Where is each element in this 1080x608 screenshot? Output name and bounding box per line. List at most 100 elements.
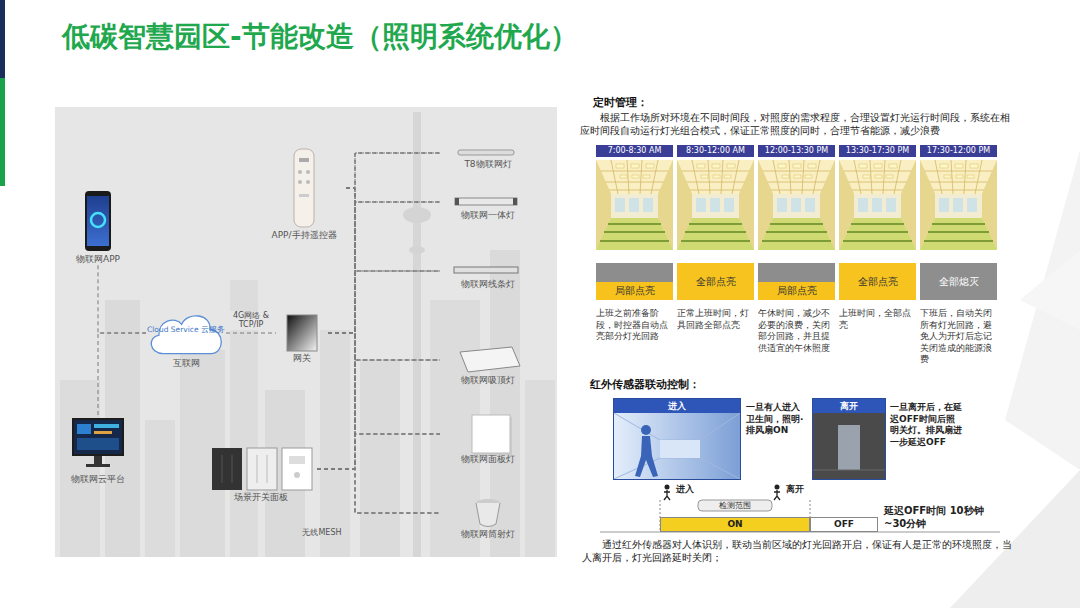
switch-panel-icons <box>294 472 300 478</box>
timeline-label: 进入 <box>676 484 694 496</box>
dashed-link <box>328 271 440 333</box>
dashed-link <box>317 153 440 469</box>
node-text: 7:00-8:30 AM <box>596 145 673 157</box>
city-background <box>360 360 400 557</box>
lamp-icons <box>460 347 520 372</box>
dashed-link <box>328 333 440 434</box>
dashed-link <box>346 188 440 513</box>
device-label: 物联网云平台 <box>60 474 136 485</box>
sensor-scenes <box>813 413 885 479</box>
dashed-link <box>98 333 146 416</box>
dashed-link <box>346 153 440 188</box>
monitor-icon <box>77 424 91 434</box>
device-label: 网关 <box>276 353 328 364</box>
time-slot-header: 12:00-13:30 PM <box>758 145 835 157</box>
slot-note: 午休时间，减少不必要的浪费，关闭部分回路，并且提供适宜的午休照度 <box>758 308 832 354</box>
monitor-icon <box>77 438 119 450</box>
monitor-icon <box>74 420 122 454</box>
timeline <box>664 490 670 500</box>
sensor-scenes <box>614 413 740 479</box>
cloud-service: Cloud Service 云服务互联网 <box>146 308 226 369</box>
city-background <box>320 330 350 557</box>
time-slot-header: 7:00-8:30 AM <box>596 145 673 157</box>
device-label: APP/手持遥控器 <box>262 230 346 241</box>
dashed-link <box>346 188 440 434</box>
timeline-bar: OFF <box>810 517 878 532</box>
device-label: T8物联网灯 <box>440 159 536 170</box>
city-background <box>525 380 555 557</box>
lamp-device: 物联网筒射灯 <box>440 497 536 540</box>
cloud-platform-monitor: 物联网云平台 <box>60 416 136 485</box>
node-text: 进入 <box>614 399 740 413</box>
node-text: ON <box>727 520 742 529</box>
switch-panel-icons <box>222 455 232 483</box>
remote-icon <box>306 180 310 184</box>
switch-panel-icons <box>247 448 277 490</box>
node-text: 全部点亮 <box>858 276 898 288</box>
remote-icon <box>299 158 309 162</box>
timeline <box>600 485 1000 533</box>
city-background <box>55 107 557 557</box>
device-label: 互联网 <box>146 358 226 369</box>
office-pictures <box>596 160 997 250</box>
section-heading: 红外传感器联动控制： <box>590 378 700 392</box>
office-pictures <box>758 160 835 250</box>
sensor-scenes <box>813 470 885 471</box>
sensor-scenes <box>838 425 860 470</box>
dashed-link <box>346 188 440 271</box>
lamp-device: 物联网线条灯 <box>440 263 536 290</box>
timeline-label: 离开 <box>786 484 804 496</box>
monitor-icon <box>72 418 124 467</box>
node-text: 17:30-12:00 PM <box>920 145 997 157</box>
switch-panel-icons <box>257 455 267 483</box>
city-background <box>145 420 175 557</box>
dashed-link <box>328 202 440 333</box>
monitor-icon <box>94 431 112 434</box>
dashed-link <box>317 271 440 469</box>
remote-icon <box>298 180 302 184</box>
side-bar <box>0 0 5 78</box>
lighting-status-bar: 局部点亮 <box>596 263 673 300</box>
lamp-icons <box>454 267 518 273</box>
city-background <box>60 380 100 557</box>
timeline-label: 检测范围 <box>698 500 772 511</box>
remote-icon <box>299 194 309 197</box>
phone-icon <box>85 191 111 251</box>
lamp-device: T8物联网灯 <box>440 147 536 170</box>
timeline <box>698 500 772 511</box>
delay-note: 延迟OFF时间 10秒钟~30分钟 <box>884 504 1000 530</box>
office-pictures <box>677 160 754 250</box>
lamp-device: 物联网面板灯 <box>440 414 536 465</box>
lamp-device: 物联网一体灯 <box>440 194 536 221</box>
sensor-scenes <box>614 413 740 479</box>
lamp-icons <box>455 198 517 205</box>
dashed-link <box>328 153 440 333</box>
remote-control: APP/手持遥控器 <box>262 146 346 241</box>
slot-note: 正常上班时间，灯具回路全部点亮 <box>677 308 751 331</box>
node-text: 全部点亮 <box>696 276 736 288</box>
slot-note: 上班时间，全部点亮 <box>839 308 913 331</box>
timeline <box>775 485 780 490</box>
node-text: 局部点亮 <box>777 285 817 297</box>
device-label: 物联网一体灯 <box>440 210 536 221</box>
cloud-outline <box>151 316 221 354</box>
side-bar <box>0 0 5 186</box>
slot-note: 下班后，自动关闭所有灯光回路，避免人为开灯后忘记关闭造成的能源浪费 <box>920 308 994 366</box>
dashed-link <box>98 265 146 333</box>
sensor-note: 一旦离开后，在延迟OFF时间后照明关灯。排风扇进一步延迟OFF <box>890 402 962 448</box>
timeline <box>774 490 780 500</box>
node-text: 离开 <box>813 399 885 413</box>
lamp-icons <box>513 198 517 205</box>
sensor-scenes <box>635 436 658 477</box>
dashed-link <box>317 360 440 469</box>
city-background <box>409 246 425 254</box>
node-text: 13:30-17:30 PM <box>839 145 916 157</box>
remote-icon <box>298 170 302 174</box>
sensor-scenes <box>641 425 651 435</box>
gateway-icon <box>287 315 317 351</box>
city-background <box>413 112 421 557</box>
monitor-icon <box>94 456 102 464</box>
dashed-link <box>328 333 440 360</box>
slot-note: 上班之前准备阶段，时控器自动点亮部分灯光回路 <box>596 308 670 343</box>
